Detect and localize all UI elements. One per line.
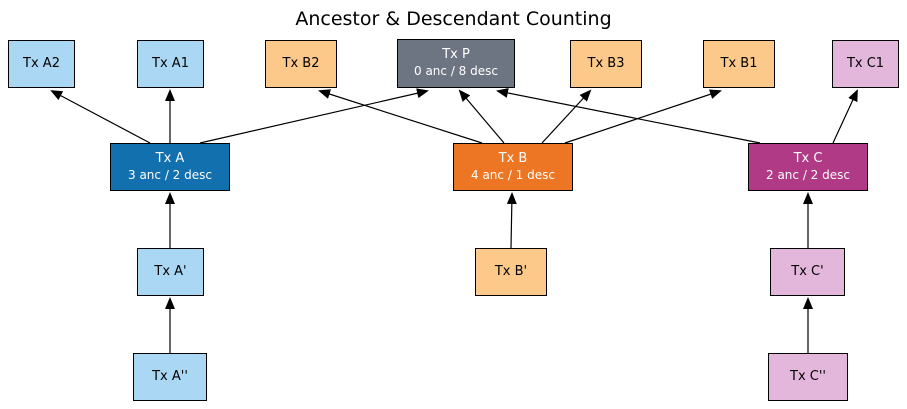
edge-txB-txB1	[564, 89, 722, 144]
edge-txA-txA2	[50, 90, 151, 144]
edge-txBp-txB	[506, 192, 517, 249]
node-tx-b: Tx B 4 anc / 1 desc	[453, 143, 573, 191]
node-tx-a-label: Tx A	[155, 150, 185, 166]
node-tx-c: Tx C 2 anc / 2 desc	[748, 143, 868, 191]
node-tx-b3-label: Tx B3	[587, 55, 625, 71]
node-tx-p: Tx P 0 anc / 8 desc	[397, 39, 515, 88]
edge-txB-txB3	[541, 89, 592, 144]
node-tx-b1: Tx B1	[703, 40, 775, 88]
node-tx-a2: Tx A2	[8, 40, 75, 88]
node-tx-c1: Tx C1	[832, 40, 899, 88]
node-tx-b-prime: Tx B'	[475, 248, 547, 296]
node-tx-p-sublabel: 0 anc / 8 desc	[414, 64, 498, 79]
diagram-title: Ancestor & Descendant Counting	[295, 8, 612, 30]
node-tx-b1-label: Tx B1	[720, 55, 758, 71]
node-tx-c-prime-label: Tx C'	[791, 263, 824, 279]
node-tx-b2: Tx B2	[265, 40, 337, 88]
edge-txB-txP	[458, 89, 505, 144]
node-tx-b-label: Tx B	[498, 150, 528, 166]
node-tx-b-sublabel: 4 anc / 1 desc	[471, 167, 555, 182]
node-tx-a-double-prime-label: Tx A''	[152, 368, 188, 384]
edge-txC-txP	[496, 88, 761, 144]
node-tx-a-prime-label: Tx A'	[154, 263, 187, 279]
node-tx-c-prime: Tx C'	[770, 248, 845, 296]
node-tx-a-double-prime: Tx A''	[133, 353, 207, 401]
node-tx-b3: Tx B3	[570, 40, 642, 88]
node-tx-b2-label: Tx B2	[282, 55, 320, 71]
node-tx-b-prime-label: Tx B'	[494, 263, 528, 279]
node-tx-a-sublabel: 3 anc / 2 desc	[128, 167, 212, 182]
node-tx-c-double-prime-label: Tx C''	[790, 368, 826, 384]
node-tx-c-label: Tx C	[793, 150, 823, 166]
node-tx-a: Tx A 3 anc / 2 desc	[110, 143, 230, 191]
node-tx-a1-label: Tx A1	[152, 55, 189, 71]
node-tx-p-label: Tx P	[442, 47, 470, 63]
edge-txA-txP	[199, 88, 429, 144]
edge-txC-txC1	[832, 89, 858, 144]
node-tx-a1: Tx A1	[137, 40, 204, 88]
node-tx-a2-label: Tx A2	[23, 55, 60, 71]
node-tx-a-prime: Tx A'	[137, 248, 204, 296]
node-tx-c1-label: Tx C1	[846, 55, 885, 71]
node-tx-c-sublabel: 2 anc / 2 desc	[766, 167, 850, 182]
node-tx-c-double-prime: Tx C''	[768, 353, 848, 401]
edge-txB-txB2	[318, 89, 483, 144]
